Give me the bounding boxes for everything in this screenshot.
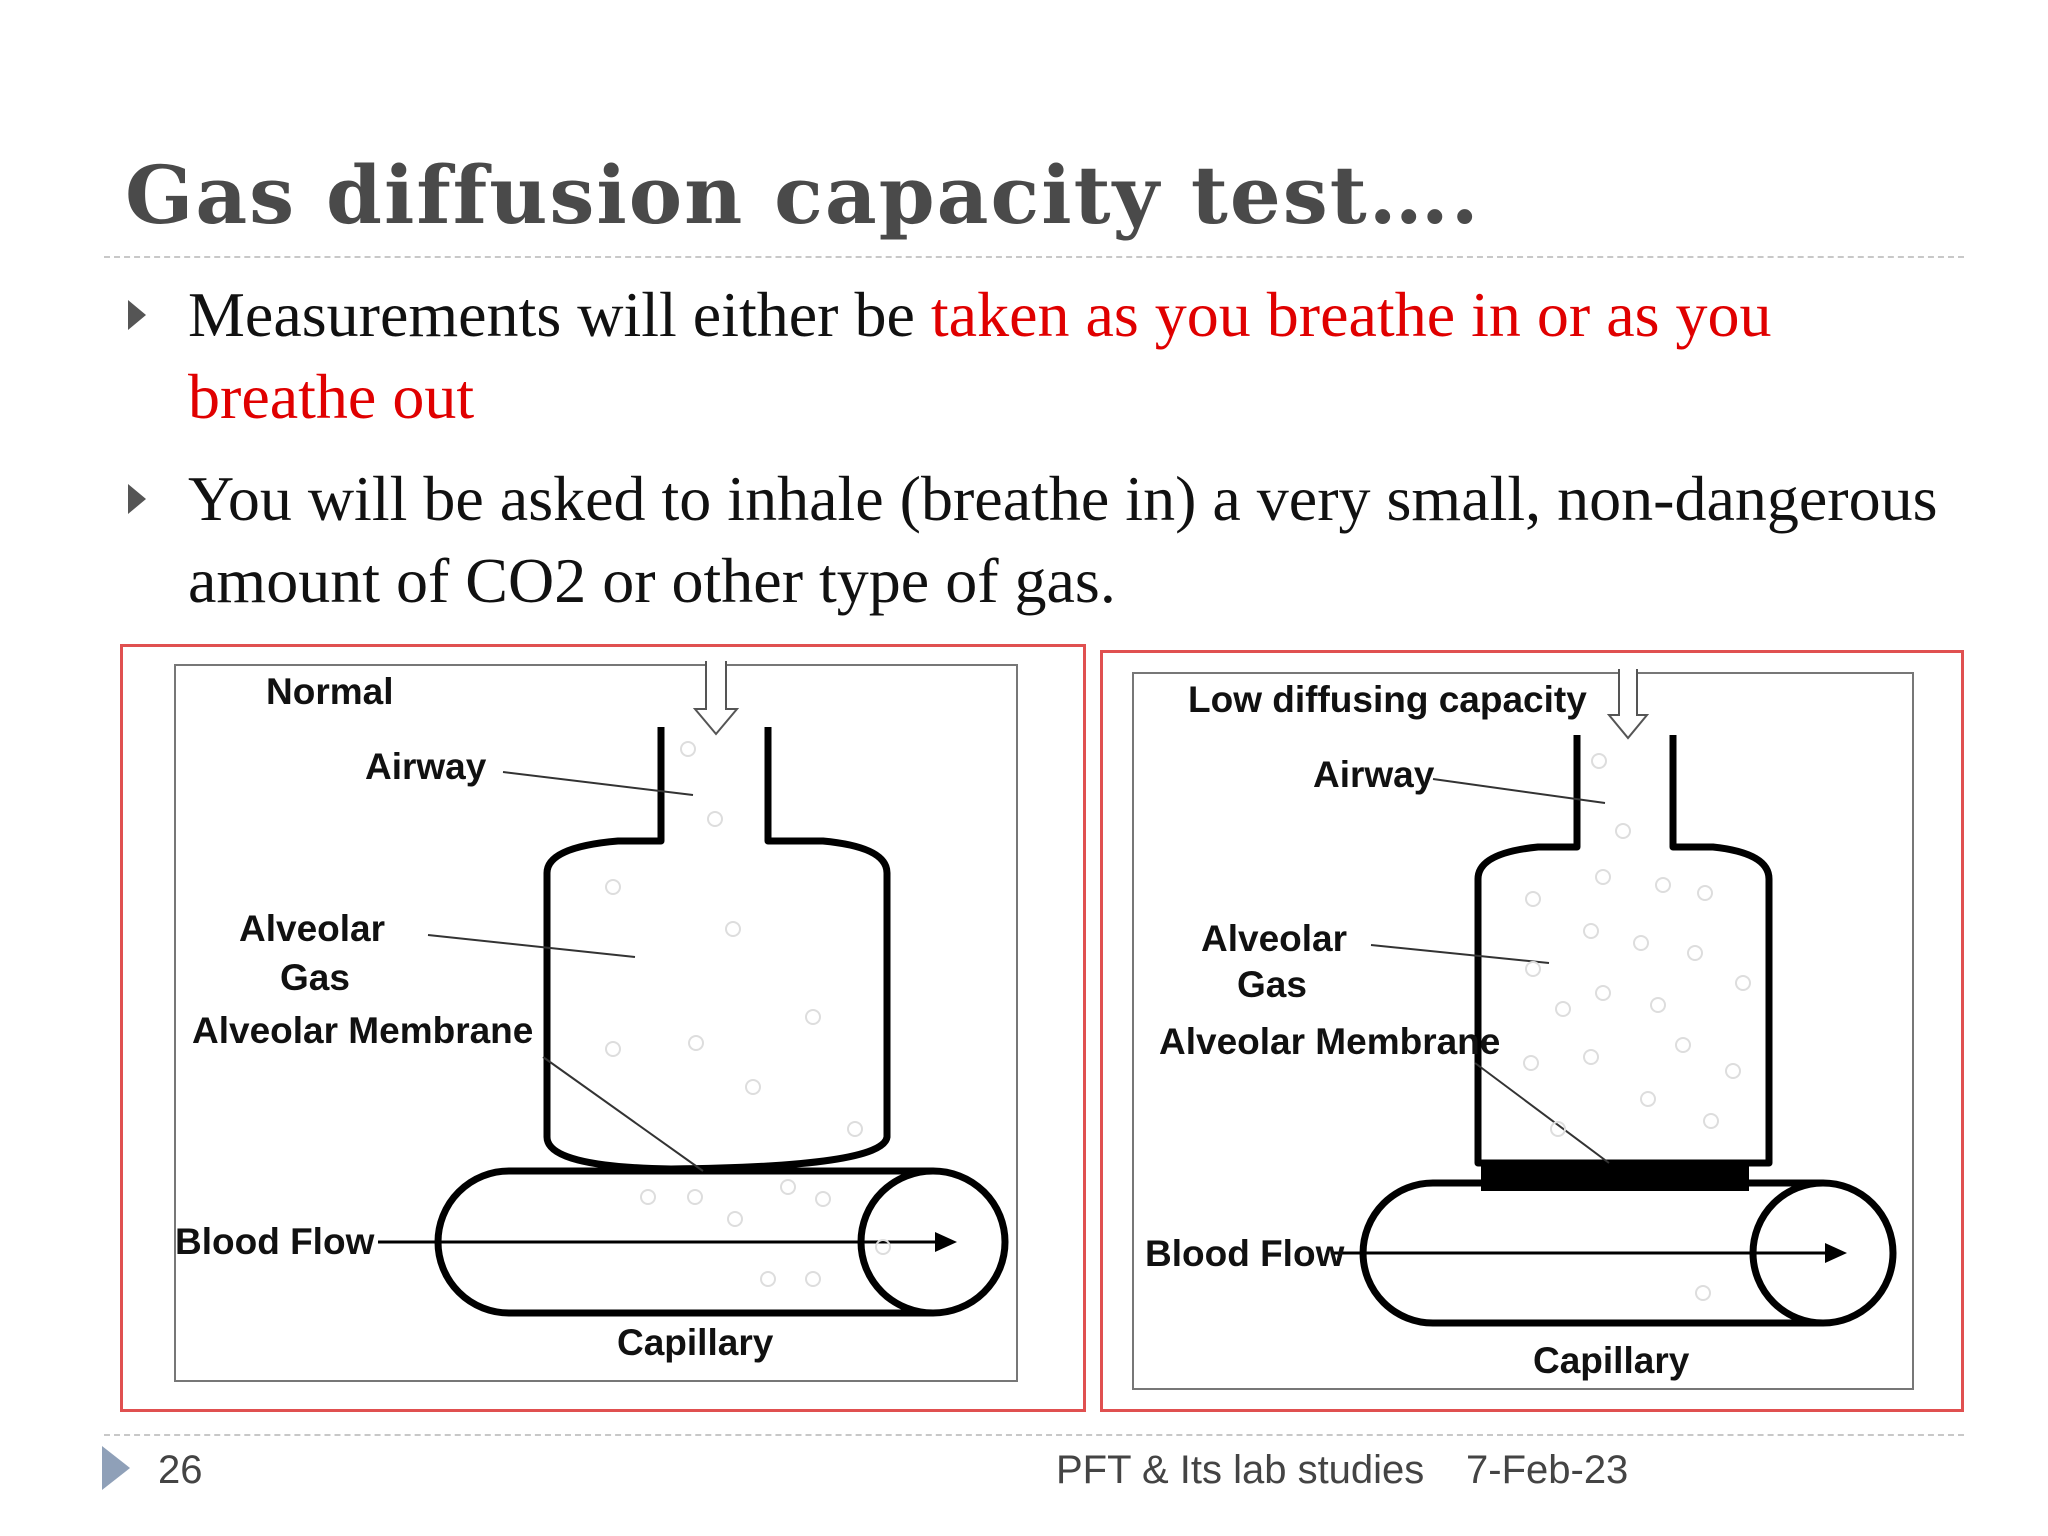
footer-divider (104, 1434, 1964, 1436)
bullet-arrow-icon (128, 484, 146, 514)
blood-flow-label: Blood Flow (1145, 1233, 1345, 1274)
membrane-label: Alveolar Membrane (1159, 1021, 1500, 1062)
slide-title: Gas diffusion capacity test…. (125, 148, 1481, 242)
alveolar-gas-label: Alveolar (1201, 918, 1347, 959)
airway-label: Airway (365, 746, 487, 787)
capillary-label: Capillary (617, 1322, 774, 1363)
heading-label: Low diffusing capacity (1188, 679, 1587, 720)
diagram-normal: Normal Airway Alveolar Gas Alveolar Memb… (120, 644, 1086, 1412)
airway-label: Airway (1313, 754, 1435, 795)
alveolar-gas-label-line2: Gas (1237, 964, 1307, 1005)
footer-arrow-icon (102, 1446, 130, 1490)
alveolar-gas-label-line2: Gas (280, 957, 350, 998)
bullet-arrow-icon (128, 300, 146, 330)
footer-course: PFT & Its lab studies (1056, 1448, 1425, 1492)
capillary-label: Capillary (1533, 1340, 1690, 1381)
alveolar-gas-label: Alveolar (239, 908, 385, 949)
normal-diffusion-diagram: Normal Airway Alveolar Gas Alveolar Memb… (174, 661, 1018, 1382)
blood-flow-label: Blood Flow (175, 1221, 375, 1262)
footer-date: 7-Feb-23 (1466, 1448, 1629, 1492)
bullet-measurements: Measurements will either be taken as you… (188, 279, 1772, 432)
diagram-low-diffusing-capacity: Low diffusing capacity Airway Alveolar G… (1100, 650, 1964, 1412)
emphasis-text: taken as you breathe in or as you breath… (188, 279, 1772, 432)
slide-number: 26 (158, 1448, 203, 1492)
low-diffusion-diagram: Low diffusing capacity Airway Alveolar G… (1132, 669, 1914, 1390)
title-divider (104, 256, 1964, 258)
membrane-label: Alveolar Membrane (192, 1010, 533, 1051)
bullet-inhale: You will be asked to inhale (breathe in)… (188, 463, 1938, 616)
heading-label: Normal (266, 671, 393, 712)
